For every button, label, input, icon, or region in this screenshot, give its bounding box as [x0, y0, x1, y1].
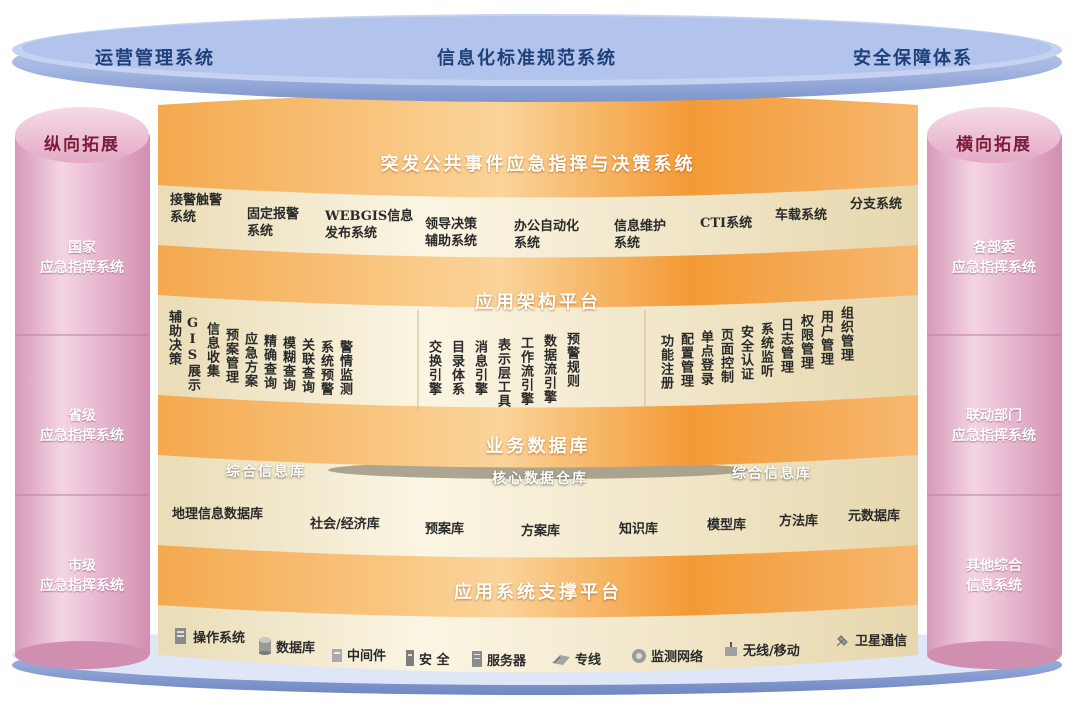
layer2-item: 信息收集	[204, 322, 219, 378]
middleware-icon	[332, 648, 342, 662]
satellite-icon	[836, 634, 848, 646]
layer2-item: 数据流引擎	[541, 334, 556, 404]
layer2-item: 精确查询	[261, 334, 276, 390]
layer2-item: 预案管理	[223, 328, 238, 384]
layer3-item: 方案库	[521, 524, 561, 539]
leased-line-icon	[552, 654, 570, 665]
layer3-item: 模型库	[707, 518, 747, 533]
base-item-server: 服务器	[470, 649, 526, 669]
provincial-command-system: 省级 应急指挥系统	[40, 408, 124, 444]
layer2-item: 应急方案	[242, 332, 257, 388]
layer3-item: 方法库	[779, 514, 819, 529]
standards-label: 信息化标准规范系统	[437, 48, 617, 69]
layer1-item: 领导决策 辅助系统	[425, 217, 478, 249]
city-command-system: 市级 应急指挥系统	[40, 558, 124, 594]
base-item-label: 监测网络	[651, 650, 704, 665]
horizontal-expansion-title: 横向拓展	[956, 135, 1032, 155]
layer2-group-b: 交换引擎 目录体系 消息引擎 表示层工具 工作流引擎 数据流引擎 预警规则	[426, 332, 579, 408]
linkage-dept-command-system: 联动部门 应急指挥系统	[952, 408, 1036, 444]
layer2-group-a: 辅助决策 GIS展示 信息收集 预案管理 应急方案 精确查询 模糊查询 关联查询…	[166, 310, 352, 396]
layer1-item: 接警触警 系统	[170, 193, 223, 225]
layer2-item: 功能注册	[658, 334, 673, 390]
layer2-item: 目录体系	[449, 340, 464, 396]
layer2-item: 单点登录	[698, 330, 713, 386]
layer2-item: 消息引擎	[472, 340, 487, 396]
vertical-expansion-title: 纵向拓展	[44, 135, 120, 155]
base-item-wireless: 无线/移动	[722, 640, 800, 659]
national-command-system: 国家 应急指挥系统	[40, 240, 124, 276]
server-icon	[472, 651, 482, 667]
layer1-item: WEBGIS信息 发布系统	[325, 209, 414, 241]
base-item-label: 专线	[575, 653, 602, 668]
app-architecture-platform-title: 应用架构平台	[475, 292, 601, 313]
database-icon	[259, 637, 271, 655]
layer2-item: 模糊查询	[280, 336, 295, 392]
base-item-os: 操作系统	[172, 626, 245, 646]
wireless-icon	[725, 641, 737, 656]
base-item-database: 数据库	[257, 636, 315, 656]
layer2-item: 关联查询	[299, 338, 314, 394]
base-item-label: 操作系统	[193, 630, 246, 646]
base-item-satellite: 卫星通信	[834, 630, 907, 649]
server-rack-icon	[175, 628, 186, 644]
ops-management-label: 运营管理系统	[95, 48, 215, 69]
base-item-label: 无线/移动	[743, 644, 800, 659]
integrated-info-db-left: 综合信息库	[226, 464, 306, 480]
monitor-network-icon	[632, 648, 646, 663]
business-database-title: 业务数据库	[485, 436, 591, 457]
layer2-item: 交换引擎	[426, 340, 441, 396]
security-icon	[406, 650, 414, 666]
layer3-item: 预案库	[425, 522, 465, 537]
layer3-item: 社会/经济库	[310, 517, 380, 532]
layer3-item: 元数据库	[848, 509, 901, 524]
layer2-item: 日志管理	[778, 318, 793, 374]
layer2-item: 工作流引擎	[518, 336, 533, 406]
base-item-monitor-network: 监测网络	[630, 646, 703, 665]
layer1-item: CTI系统	[700, 216, 753, 231]
layer2-item: 系统预警	[318, 340, 333, 396]
base-item-label: 安 全	[419, 652, 450, 668]
layer2-item: 组织管理	[838, 306, 853, 362]
layer1-item: 信息维护 系统	[614, 219, 667, 251]
emergency-command-system-title: 突发公共事件应急指挥与决策系统	[380, 154, 696, 175]
layer1-item: 办公自动化 系统	[514, 219, 580, 251]
layer2-item: 配置管理	[678, 332, 693, 388]
ministry-command-system: 各部委 应急指挥系统	[952, 240, 1036, 276]
layer1-item: 车载系统	[775, 208, 828, 223]
layer2-group-c: 功能注册 配置管理 单点登录 页面控制 安全认证 系统监听 日志管理 权限管理 …	[658, 306, 853, 390]
layer2-item: 辅助决策	[166, 310, 181, 366]
layer1-item: 分支系统	[850, 197, 903, 212]
layer2-item: 用户管理	[818, 310, 833, 366]
layer2-item: GIS展示	[185, 316, 200, 392]
base-item-label: 数据库	[276, 640, 316, 656]
integrated-info-db-right: 综合信息库	[732, 466, 812, 482]
base-item-security: 安 全	[404, 648, 450, 668]
base-item-label: 中间件	[347, 649, 387, 664]
base-item-label: 卫星通信	[855, 634, 908, 649]
layer2-item: 表示层工具	[495, 338, 510, 408]
layer3-item: 知识库	[619, 522, 659, 537]
base-item-leased-line: 专线	[550, 649, 601, 668]
layer2-item: 页面控制	[718, 328, 733, 384]
other-info-system: 其他综合 信息系统	[966, 558, 1022, 594]
layer2-item: 警情监测	[337, 340, 352, 396]
security-assurance-label: 安全保障体系	[853, 48, 973, 69]
support-platform-title: 应用系统支撑平台	[454, 582, 622, 603]
layer2-item: 安全认证	[738, 325, 753, 381]
layer2-item: 系统监听	[758, 322, 773, 378]
layer1-item: 固定报警 系统	[247, 207, 300, 239]
layer2-item: 权限管理	[798, 314, 813, 370]
layer3-item: 地理信息数据库	[172, 507, 264, 522]
base-item-label: 服务器	[487, 653, 527, 669]
base-item-middleware: 中间件	[330, 645, 386, 664]
core-data-warehouse: 核心数据仓库	[492, 471, 588, 487]
layer2-item: 预警规则	[564, 332, 579, 388]
